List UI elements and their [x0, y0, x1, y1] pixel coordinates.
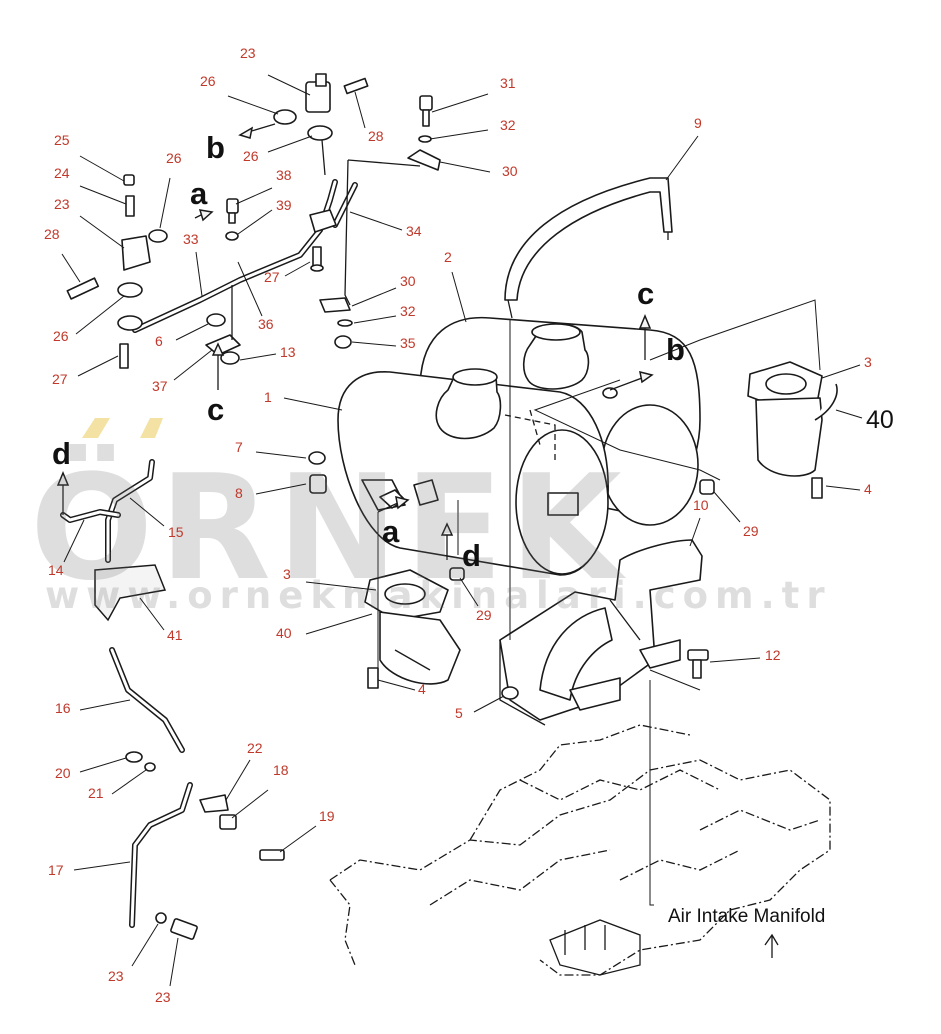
- view-ref-b-right: b: [666, 332, 685, 367]
- view-reference-letters: a b c c b d a d 40: [52, 130, 894, 573]
- callout-21: 23: [155, 989, 171, 1005]
- callout-2: 2: [444, 249, 452, 265]
- watermark-accent-right: [140, 418, 163, 438]
- callout-23-left: 23: [54, 196, 70, 212]
- watermark-brand: ÖRNEK: [30, 444, 628, 613]
- callout-6: 8: [235, 485, 243, 501]
- callout-27-lower: 27: [52, 371, 68, 387]
- callout-19: 21: [88, 785, 104, 801]
- callout-23-top: 23: [240, 45, 256, 61]
- callout-40-left: 40: [276, 625, 292, 641]
- pipe-14: [109, 647, 185, 753]
- callout-8: 5: [455, 705, 463, 721]
- callout-29-right: 29: [743, 523, 759, 539]
- callout-14: 16: [55, 700, 71, 716]
- callout-13: 15: [168, 524, 184, 540]
- bracket-41: [94, 564, 167, 622]
- muffler-assembly: [337, 316, 701, 576]
- callout-10: 12: [765, 647, 781, 663]
- callout-9: 10: [693, 497, 709, 513]
- view-ref-d-mid: d: [462, 538, 481, 573]
- pipe-33: [132, 179, 338, 333]
- view-ref-a-top: a: [190, 176, 208, 211]
- view-ref-c-left: c: [207, 392, 224, 427]
- pipe-15: [129, 782, 193, 928]
- callout-35: 35: [400, 335, 416, 351]
- exhaust-elbow-left: [364, 569, 461, 685]
- callout-26-b: 26: [243, 148, 259, 164]
- callout-labels: 23 26 28 31 32 30 9 26 25 26 24 38 39 23…: [44, 45, 872, 1005]
- callout-36: 36: [258, 316, 274, 332]
- view-ref-b-top: b: [206, 130, 225, 165]
- callout-24: 24: [54, 165, 70, 181]
- watermark-accent-left: [82, 418, 110, 438]
- callout-33: 33: [183, 231, 199, 247]
- pipe-12: [60, 509, 121, 523]
- view-arrows: [56, 123, 654, 560]
- callout-11: 13: [280, 344, 296, 360]
- callout-31: 31: [500, 75, 516, 91]
- callout-30-mid: 30: [400, 273, 416, 289]
- callout-3-right: 3: [864, 354, 872, 370]
- callout-30-top: 30: [502, 163, 518, 179]
- watermark-url: www.ornekmakinalari.com.tr: [45, 574, 832, 617]
- watermark: ÖRNEK www.ornekmakinalari.com.tr: [30, 418, 832, 617]
- callout-5-top: 6: [155, 333, 163, 349]
- callout-15: 17: [48, 862, 64, 878]
- callout-34: 34: [406, 223, 422, 239]
- side-ref-40: 40: [866, 406, 894, 434]
- callout-5-mid: 7: [235, 439, 243, 455]
- reference-lines: [377, 299, 821, 906]
- callout-4-left: 4: [418, 681, 426, 697]
- callout-37: 37: [152, 378, 168, 394]
- callout-3-left: 3: [283, 566, 291, 582]
- callout-26-left: 26: [166, 150, 182, 166]
- callout-28-left: 28: [44, 226, 60, 242]
- callout-26-lower: 26: [53, 328, 69, 344]
- callout-7: 9: [694, 115, 702, 131]
- engine-block-outline: [329, 724, 831, 976]
- muffler-support-bracket: [499, 539, 703, 726]
- callout-38: 38: [276, 167, 292, 183]
- callout-20: 22: [247, 740, 263, 756]
- callout-41: 41: [167, 627, 183, 643]
- callout-26-top: 26: [200, 73, 216, 89]
- callout-12: 14: [48, 562, 64, 578]
- callout-22: 23: [108, 968, 124, 984]
- callout-28-top: 28: [368, 128, 384, 144]
- callout-17: 19: [319, 808, 335, 824]
- muffler-strap: [504, 177, 673, 319]
- callout-4-right: 4: [864, 481, 872, 497]
- callout-32-top: 32: [500, 117, 516, 133]
- callout-29-mid: 29: [476, 607, 492, 623]
- callout-1: 1: [264, 389, 272, 405]
- view-ref-c-right: c: [637, 276, 654, 311]
- callout-18: 20: [55, 765, 71, 781]
- air-intake-manifold-label: Air Intake Manifold: [668, 906, 825, 927]
- view-ref-d-left: d: [52, 436, 71, 471]
- callout-32-mid: 32: [400, 303, 416, 319]
- callout-27-mid: 27: [264, 269, 280, 285]
- view-ref-a-mid: a: [382, 514, 400, 549]
- exhaust-elbow-right: [747, 361, 838, 477]
- pipe-13: [105, 459, 155, 563]
- pipe-34: [332, 182, 358, 228]
- callout-39: 39: [276, 197, 292, 213]
- callout-16: 18: [273, 762, 289, 778]
- callout-25: 25: [54, 132, 70, 148]
